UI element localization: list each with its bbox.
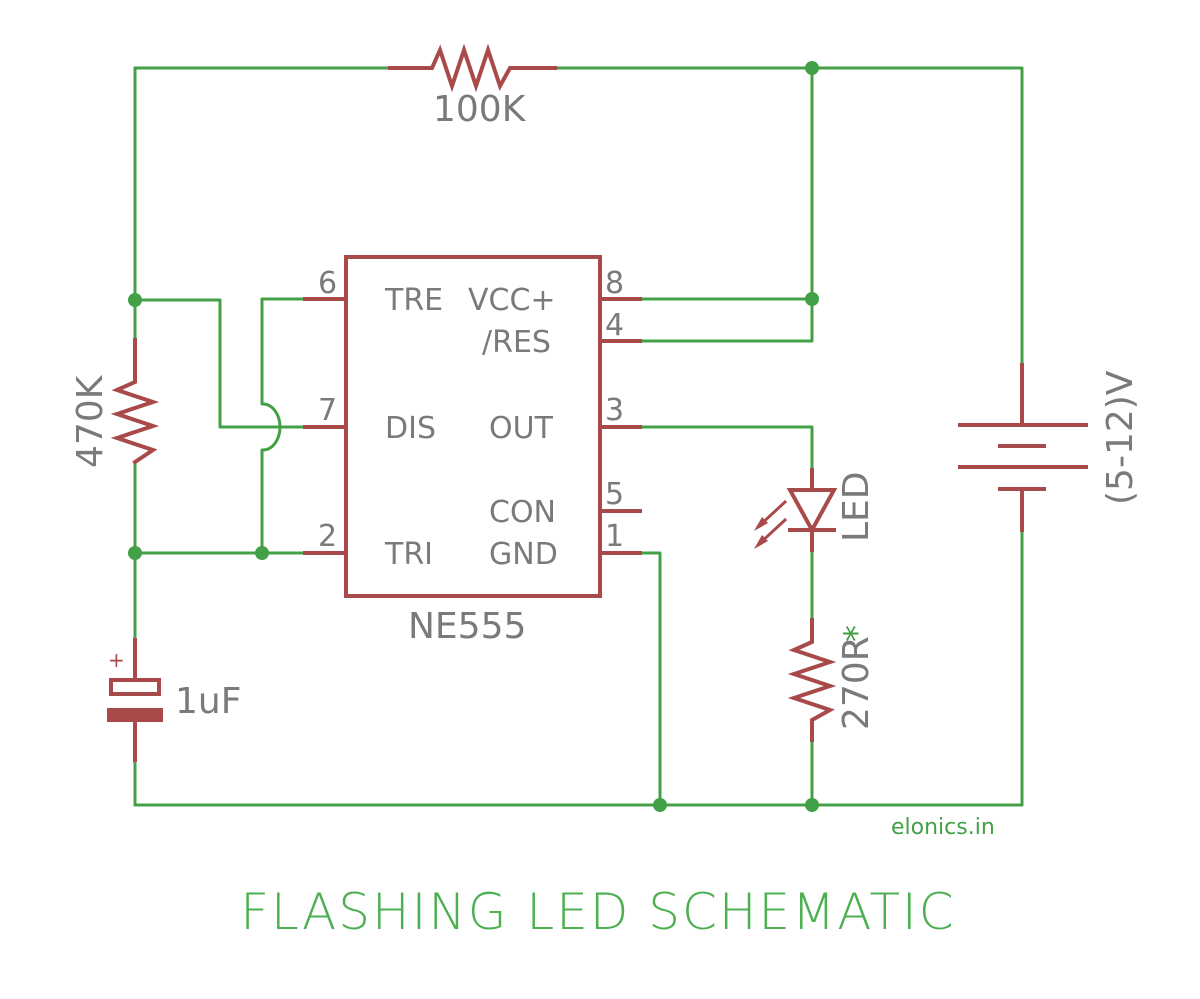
pin-dis-label: DIS	[385, 411, 436, 446]
junction-left-pin6	[128, 293, 142, 307]
wire-bottom-rail	[133, 528, 1024, 807]
pin-2-number: 2	[318, 519, 337, 554]
wire-pin1	[638, 551, 662, 807]
battery: (5-12)V	[958, 363, 1141, 532]
junction-pin2-loop	[255, 546, 269, 560]
pin-6-number: 6	[318, 266, 337, 301]
junctions	[128, 61, 819, 812]
capacitor-1uf-label: 1uF	[175, 681, 241, 722]
wires	[133, 66, 1024, 807]
pin-tri-label: TRI	[384, 537, 433, 572]
battery-voltage-label: (5-12)V	[1100, 370, 1141, 505]
pin-gnd-label: GND	[489, 537, 558, 572]
pin-1-number: 1	[605, 519, 624, 554]
pin-res-label: /RES	[482, 325, 551, 360]
capacitor-polarity: +	[108, 648, 125, 672]
pin-out-label: OUT	[489, 411, 554, 446]
ic-name-label: NE555	[408, 606, 526, 647]
junction-pin8	[805, 292, 819, 306]
resistor-470k-label: 470K	[70, 374, 111, 468]
pin-con-label: CON	[489, 495, 556, 530]
resistor-100k: 100K	[388, 43, 557, 130]
pin-vcc-label: VCC+	[468, 283, 556, 318]
capacitor-1uf: + 1uF	[107, 638, 241, 762]
ne555-ic: 6 7 2 8 4 3 5 1 TRE DIS TRI VCC+ /RES OU…	[303, 255, 642, 647]
junction-ground-pin1	[653, 798, 667, 812]
junction-left-pin2	[128, 546, 142, 560]
resistor-470k: 470K	[70, 338, 160, 468]
led-label: LED	[836, 471, 877, 542]
wire-pin3	[638, 425, 814, 472]
wire-pin6-loop	[260, 297, 307, 406]
wire-trigger-threshold	[133, 298, 265, 429]
pin-4-number: 4	[605, 308, 624, 343]
junction-top-right	[805, 61, 819, 75]
resistor-270r-mark: *	[837, 625, 877, 642]
pin-5-number: 5	[605, 477, 624, 512]
resistor-270r-label: 270R	[836, 636, 877, 730]
wire-pin4	[638, 297, 814, 343]
wire-pin8	[638, 66, 814, 301]
pin-7-number: 7	[318, 393, 337, 428]
watermark: elonics.in	[891, 815, 995, 840]
pin-8-number: 8	[605, 266, 624, 301]
wire-top-right	[553, 66, 1024, 367]
led: LED	[754, 468, 877, 552]
junction-ground-resistor	[805, 798, 819, 812]
pin-3-number: 3	[605, 393, 624, 428]
page-title: FLASHING LED SCHEMATIC	[240, 883, 955, 941]
pin-tre-label: TRE	[384, 283, 443, 318]
resistor-100k-label: 100K	[433, 89, 527, 130]
resistor-270r: 270R *	[787, 618, 877, 742]
